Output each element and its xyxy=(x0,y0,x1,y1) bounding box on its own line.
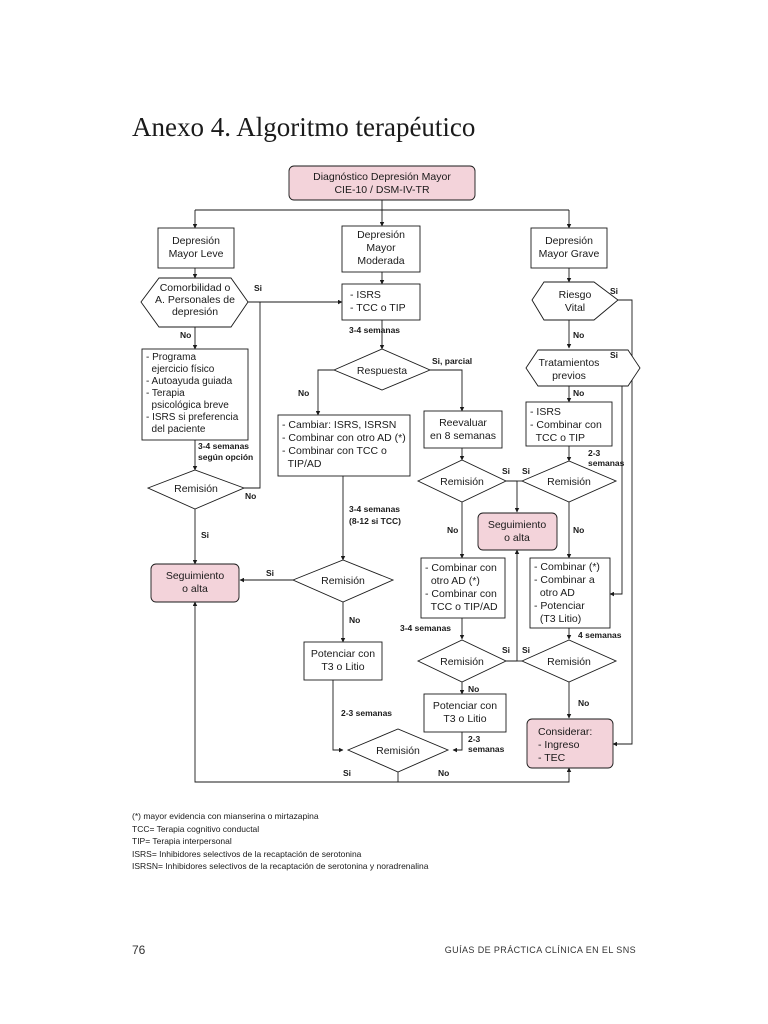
svg-text:- Combinar con otro AD (*)- C: - Combinar con otro AD (*)- Combinar con… xyxy=(425,562,498,613)
svg-text:- Combinar (*)- Combinar a ot: - Combinar (*)- Combinar a otro AD- Pote… xyxy=(534,561,600,625)
svg-text:Si: Si xyxy=(502,466,510,476)
node-remision-derecha-2: Remisión xyxy=(520,639,618,683)
svg-text:- Cambiar: ISRS, ISRSN- Combin: - Cambiar: ISRS, ISRSN- Combinar con otr… xyxy=(282,419,406,470)
svg-text:3-4 semanas: 3-4 semanas xyxy=(400,623,451,633)
svg-text:No: No xyxy=(573,388,584,398)
svg-text:- ISRS- TCC o TIP: - ISRS- TCC o TIP xyxy=(350,289,406,314)
svg-text:4 semanas: 4 semanas xyxy=(578,630,622,640)
node-isrs-tip-grave: - ISRS- Combinar con TCC o TIP xyxy=(525,401,613,447)
node-respuesta: Respuesta xyxy=(332,348,432,391)
svg-text:Remisión: Remisión xyxy=(440,476,484,488)
node-combinar-media: - Combinar con otro AD (*)- Combinar con… xyxy=(420,557,506,619)
svg-text:3-4 semanas(8-12 si TCC): 3-4 semanas(8-12 si TCC) xyxy=(349,504,401,526)
svg-text:Remisión: Remisión xyxy=(547,476,591,488)
footnote: ISRS= Inhibidores selectivos de la recap… xyxy=(132,848,362,859)
node-considerar: Considerar:- Ingreso- TEC xyxy=(526,718,614,769)
svg-text:No: No xyxy=(468,684,479,694)
svg-text:Remisión: Remisión xyxy=(376,745,420,757)
svg-text:Si: Si xyxy=(522,645,530,655)
footnote: (*) mayor evidencia con mianserina o mir… xyxy=(132,811,319,821)
node-combinar-derecha: - Combinar (*)- Combinar a otro AD- Pote… xyxy=(529,557,611,629)
connectors xyxy=(192,200,640,783)
svg-text:No: No xyxy=(298,388,309,398)
node-cambiar: - Cambiar: ISRS, ISRSN- Combinar con otr… xyxy=(277,414,411,477)
svg-text:No: No xyxy=(573,525,584,535)
svg-text:No: No xyxy=(578,698,589,708)
svg-text:Considerar:- Ingreso- TEC: Considerar:- Ingreso- TEC xyxy=(538,726,592,764)
svg-text:Si: Si xyxy=(201,530,209,540)
svg-text:No: No xyxy=(438,768,449,778)
edge-labels: Si No Si No 3-4 semanas Si, parcial No S… xyxy=(180,283,625,778)
node-remision-final: Remisión xyxy=(346,728,450,773)
node-remision-leve: Remisión xyxy=(146,469,246,510)
node-remision-central: Remisión xyxy=(291,559,395,603)
page-title: Anexo 4. Algoritmo terapéutico xyxy=(132,112,476,142)
svg-text:No: No xyxy=(180,330,191,340)
node-isrs-tip-moderada: - ISRS- TCC o TIP xyxy=(341,283,421,321)
node-programa: - Programa ejercicio físico - Autoayuda … xyxy=(0,0,258,441)
svg-text:Si: Si xyxy=(522,466,530,476)
svg-text:Si: Si xyxy=(343,768,351,778)
svg-text:2-3 semanas: 2-3 semanas xyxy=(341,708,392,718)
series-title: GUÍAS DE PRÁCTICA CLÍNICA EN EL SNS xyxy=(444,945,636,955)
page-number: 76 xyxy=(132,943,146,957)
svg-text:Si: Si xyxy=(610,286,618,296)
svg-text:Remisión: Remisión xyxy=(174,483,218,495)
svg-text:Si: Si xyxy=(610,350,618,360)
svg-text:Si: Si xyxy=(254,283,262,293)
svg-text:Remisión: Remisión xyxy=(321,575,365,587)
svg-text:No: No xyxy=(573,330,584,340)
svg-text:- ISRS- Combinar con TCC o TI: - ISRS- Combinar con TCC o TIP xyxy=(530,406,602,444)
svg-text:- Programa ejercicio f: - Programa ejercicio físico - Autoayuda … xyxy=(0,0,258,435)
footnote: TCC= Terapia cognitivo conductal xyxy=(132,823,260,834)
svg-text:3-4 semanas: 3-4 semanas xyxy=(349,325,400,335)
svg-text:Si: Si xyxy=(502,645,510,655)
node-remision-derecha-1: Remisión xyxy=(520,460,618,503)
svg-text:Remisión: Remisión xyxy=(440,656,484,668)
footnote: TIP= Terapia interpersonal xyxy=(132,836,232,846)
svg-text:Si, parcial: Si, parcial xyxy=(432,356,472,366)
node-remision-media-1: Remisión xyxy=(416,459,508,503)
footnote: ISRSN= Inhibidores selectivos de la reca… xyxy=(132,861,429,871)
footnotes: (*) mayor evidencia con mianserina o mir… xyxy=(132,810,429,873)
node-remision-media-2: Remisión xyxy=(416,639,508,683)
svg-text:No: No xyxy=(245,491,256,501)
svg-text:No: No xyxy=(349,615,360,625)
svg-text:Respuesta: Respuesta xyxy=(357,365,407,377)
svg-text:No: No xyxy=(447,525,458,535)
svg-text:Remisión: Remisión xyxy=(547,656,591,668)
svg-text:Si: Si xyxy=(266,568,274,578)
